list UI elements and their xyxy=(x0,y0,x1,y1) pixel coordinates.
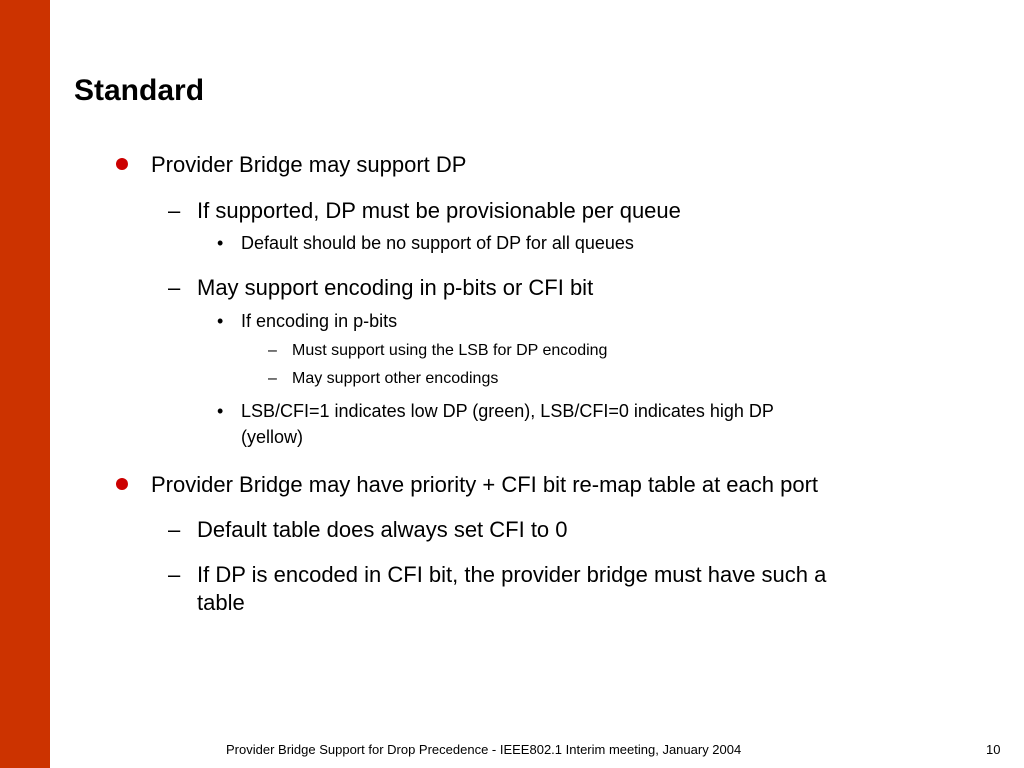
bullet-1-sub-2-sub-1-sub-1-text: Must support using the LSB for DP encodi… xyxy=(292,342,608,359)
left-accent-bar xyxy=(0,0,50,768)
bullet-1-sub-1-sub-1-text: Default should be no support of DP for a… xyxy=(241,233,634,253)
slide-title: Standard xyxy=(74,74,205,107)
bullet-1-sub-2-sub-1-sub-2-text: May support other encodings xyxy=(292,370,499,387)
dot-marker: • xyxy=(217,311,224,331)
bullet-1-sub-2-sub-2-line1: LSB/CFI=1 indicates low DP (green), LSB/… xyxy=(241,401,774,421)
footer-text: Provider Bridge Support for Drop Precede… xyxy=(226,742,742,757)
bullet-1-sub-2-sub-1-text: If encoding in p-bits xyxy=(241,311,398,331)
bullet-1-sub-2-text: May support encoding in p-bits or CFI bi… xyxy=(197,275,594,300)
bullet-1-sub-2-sub-2-line2: (yellow) xyxy=(241,427,304,447)
dot-marker: • xyxy=(217,233,224,253)
dash-marker: – xyxy=(268,342,277,359)
bullet-2-sub-2-line2: table xyxy=(197,590,245,615)
bullet-1-text: Provider Bridge may support DP xyxy=(151,152,467,177)
bullet-2-text: Provider Bridge may have priority + CFI … xyxy=(151,472,819,497)
bullet-2-sub-2-line1: If DP is encoded in CFI bit, the provide… xyxy=(197,562,827,587)
bullet-1-sub-1-text: If supported, DP must be provisionable p… xyxy=(197,198,681,223)
dash-marker: – xyxy=(168,198,181,223)
bullet-2-sub-1-text: Default table does always set CFI to 0 xyxy=(197,517,568,542)
bullet-dot-icon xyxy=(116,158,128,170)
dot-marker: • xyxy=(217,401,224,421)
dash-marker: – xyxy=(268,370,277,387)
dash-marker: – xyxy=(168,275,181,300)
page-number: 10 xyxy=(986,742,1001,757)
slide-footer: Provider Bridge Support for Drop Precede… xyxy=(0,741,1024,759)
dash-marker: – xyxy=(168,517,181,542)
bullet-dot-icon xyxy=(116,478,128,490)
dash-marker: – xyxy=(168,562,181,587)
